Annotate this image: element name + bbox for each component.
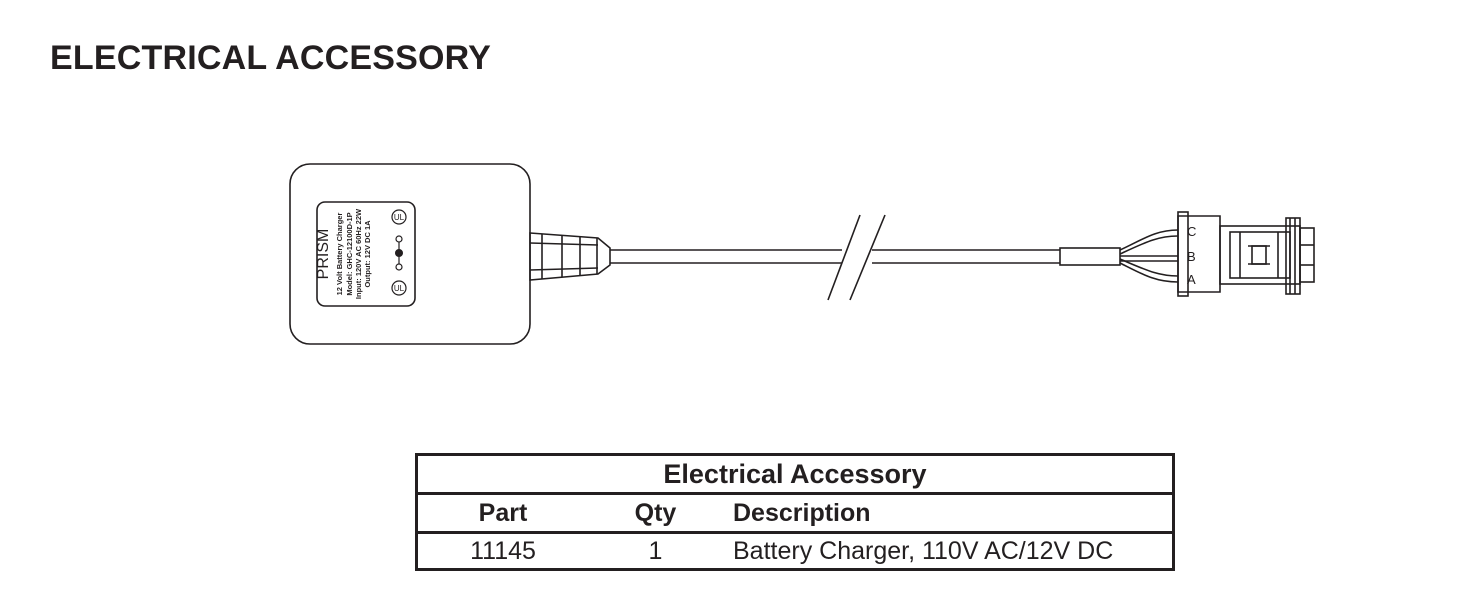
break-mark (827, 214, 861, 301)
charger-label-line2: Model: GHC-12100D-1P (345, 212, 354, 295)
cell-qty: 1 (648, 536, 663, 565)
cable (610, 249, 1060, 264)
ul-mark-icon (391, 280, 407, 296)
table-title: Electrical Accessory (416, 454, 1174, 495)
strain-relief (529, 232, 611, 281)
charger-label-line1: 12 Volt Battery Charger (335, 213, 344, 296)
polarity-icon (394, 235, 403, 271)
charger-brand: PRISM (315, 229, 332, 280)
svg-text:UL: UL (394, 213, 405, 222)
charger-label-line3: Input: 120V AC 60Hz 22W (354, 208, 363, 299)
split-wires (1119, 229, 1179, 283)
column-header-part: Part (416, 493, 588, 534)
ul-mark-icon (391, 209, 407, 225)
svg-text:UL: UL (394, 284, 405, 293)
column-header-qty: Qty (588, 493, 723, 534)
charger-label-plate (316, 201, 416, 307)
pin-label-a: A (1187, 272, 1196, 287)
battery-charger-illustration: PRISM 12 Volt Battery Charger Model: GHC… (289, 163, 1315, 345)
parts-table: Electrical Accessory Part Qty Descriptio… (415, 453, 1175, 571)
cell-part: 11145 (470, 536, 536, 565)
pin-label-b: B (1187, 249, 1196, 264)
charger-label-line4: Output: 12V DC 1A (363, 220, 372, 288)
break-mark (849, 214, 886, 301)
pin-label-c: C (1187, 224, 1196, 239)
connector-housing (1177, 211, 1315, 297)
table-row: 11145 1 Battery Charger, 110V AC/12V DC (417, 533, 1174, 570)
page-title: ELECTRICAL ACCESSORY (50, 39, 492, 77)
cell-description: Battery Charger, 110V AC/12V DC (733, 536, 1114, 565)
column-header-description: Description (723, 493, 1174, 534)
cable-sleeve (1059, 247, 1121, 266)
